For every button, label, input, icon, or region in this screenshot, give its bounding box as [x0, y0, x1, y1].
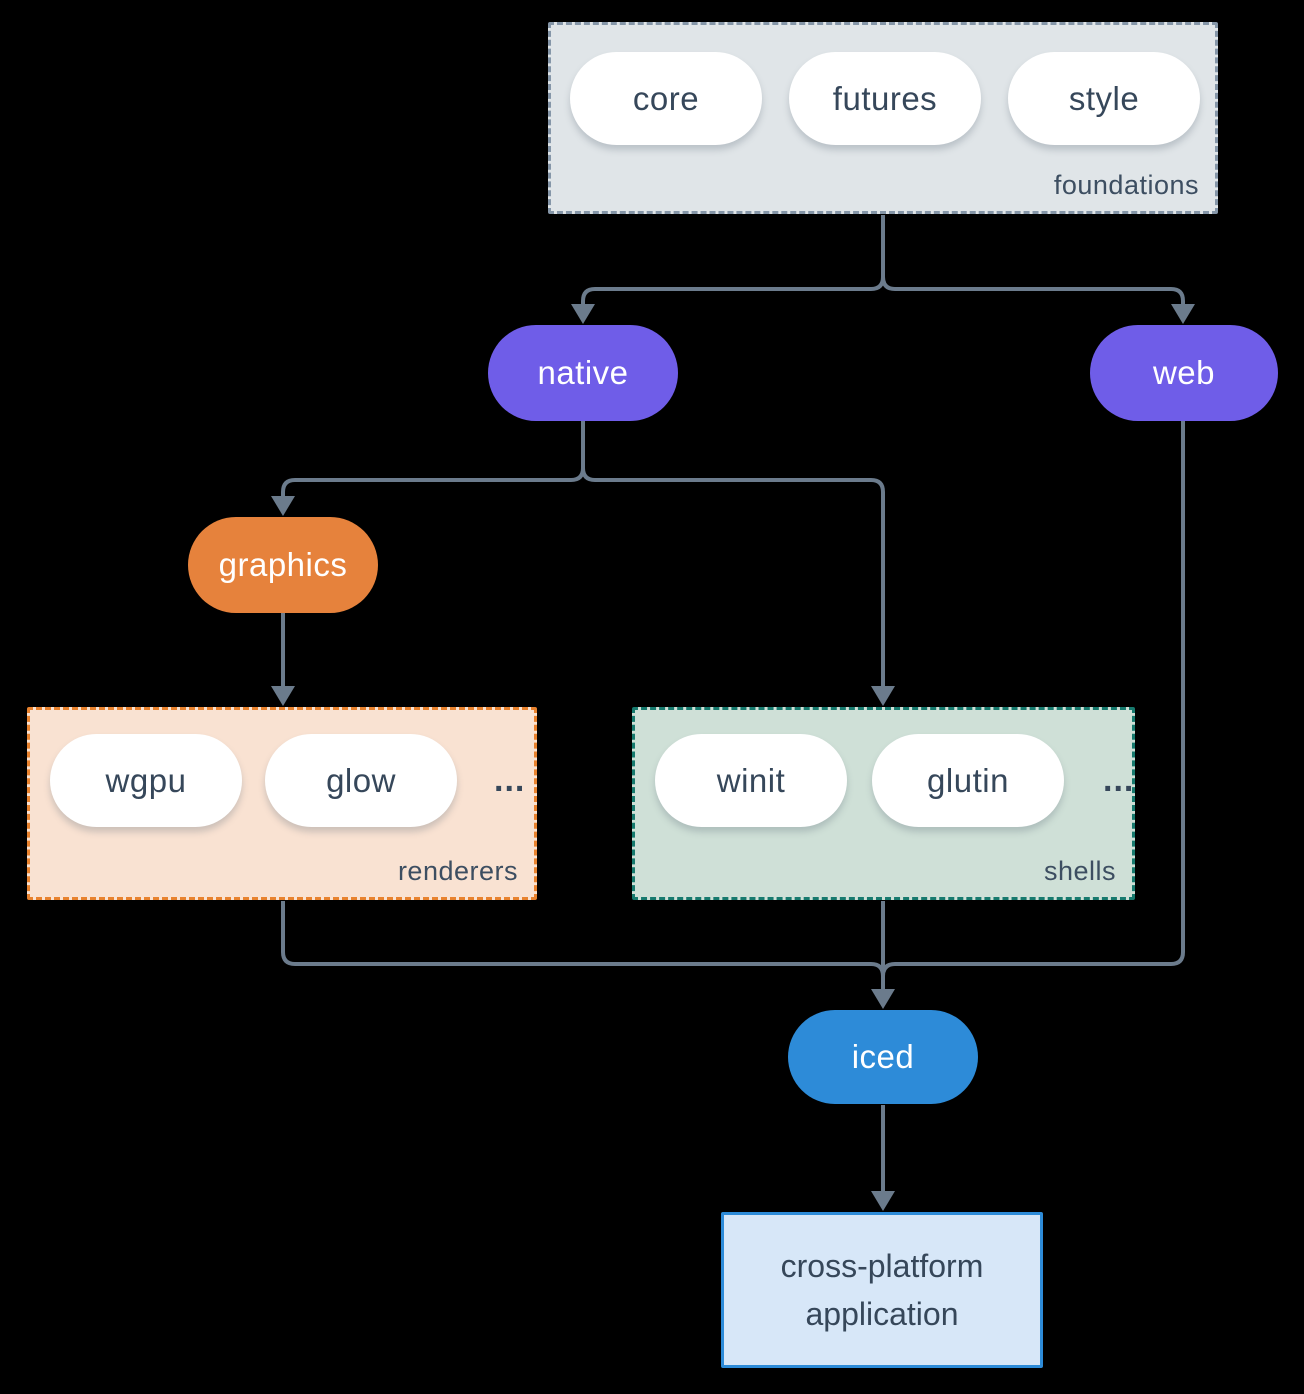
edge-native-to-shells: [581, 421, 885, 687]
arrowhead-web: [1171, 304, 1195, 324]
shells-group: winit glutin ... shells: [632, 707, 1135, 900]
node-winit: winit: [655, 734, 847, 827]
arrowhead-renderers: [271, 686, 295, 706]
renderers-ellipsis: ...: [494, 761, 526, 799]
foundations-pill-row: core futures style: [570, 52, 1200, 145]
node-glutin: glutin: [872, 734, 1064, 827]
renderers-label: renderers: [397, 856, 518, 886]
edge-renderers-to-merge: [281, 901, 885, 982]
node-style: style: [1008, 52, 1200, 145]
shells-ellipsis: ...: [1103, 761, 1135, 799]
node-core: core: [570, 52, 762, 145]
node-wgpu: wgpu: [50, 734, 242, 827]
arrowhead-iced: [871, 989, 895, 1009]
node-web: web: [1090, 325, 1278, 421]
arrowhead-application: [871, 1191, 895, 1211]
node-native: native: [488, 325, 678, 421]
edge-foundations-to-native: [581, 215, 885, 305]
arrowhead-shells: [871, 686, 895, 706]
node-iced: iced: [788, 1010, 978, 1104]
node-glow: glow: [265, 734, 457, 827]
foundations-label: foundations: [1053, 170, 1199, 200]
foundations-group: core futures style foundations: [548, 22, 1218, 214]
node-futures: futures: [789, 52, 981, 145]
arrowhead-native: [571, 304, 595, 324]
shells-pill-row: winit glutin ...: [655, 734, 1134, 827]
edge-foundations-to-web: [881, 215, 1185, 305]
renderers-group: wgpu glow ... renderers: [27, 707, 537, 900]
edge-native-to-graphics: [281, 421, 585, 497]
node-cross-platform-application: cross-platform application: [721, 1212, 1043, 1368]
node-graphics: graphics: [188, 517, 378, 613]
renderers-pill-row: wgpu glow ...: [50, 734, 525, 827]
shells-label: shells: [1043, 856, 1116, 886]
arrowhead-graphics: [271, 496, 295, 516]
